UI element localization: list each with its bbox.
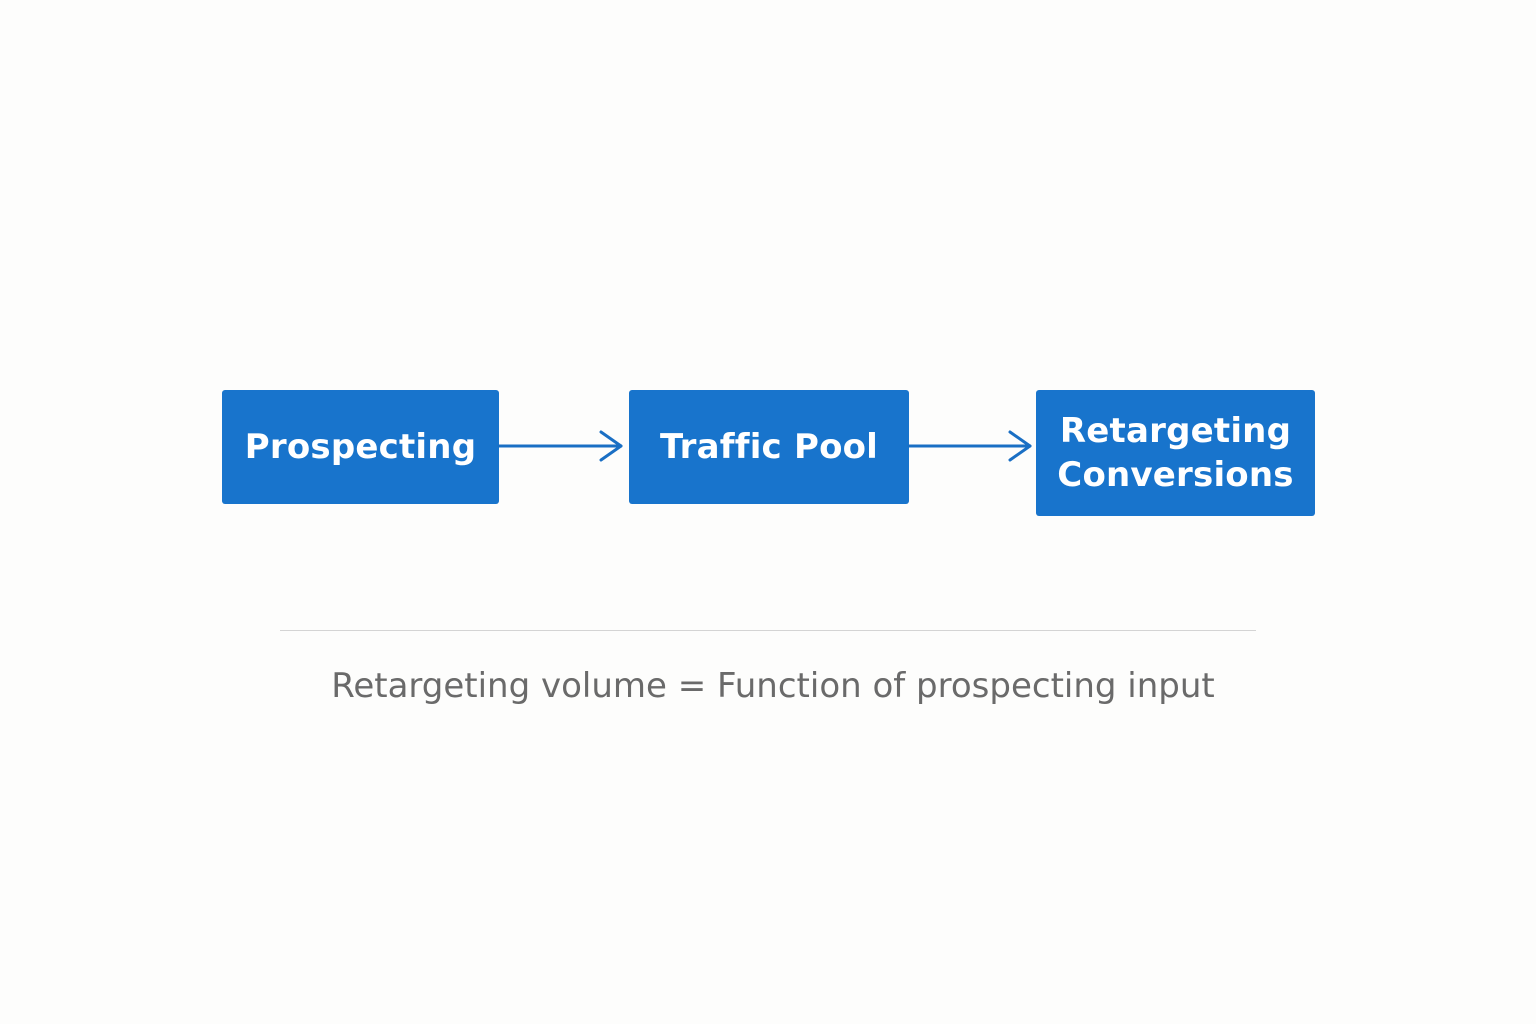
caption-divider: [280, 630, 1256, 631]
arrow-traffic-pool-to-retargeting-conversions-icon: [907, 430, 1032, 462]
node-retargeting-conversions: Retargeting Conversions: [1036, 390, 1315, 516]
node-prospecting: Prospecting: [222, 390, 499, 504]
diagram-caption: Retargeting volume = Function of prospec…: [331, 666, 1215, 706]
node-traffic-pool: Traffic Pool: [629, 390, 909, 504]
arrow-prospecting-to-traffic-pool-icon: [497, 430, 623, 462]
